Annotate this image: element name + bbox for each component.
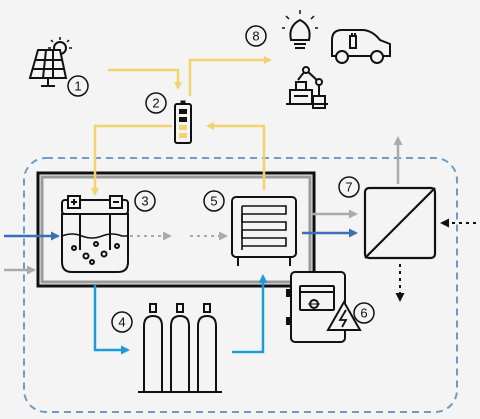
badge-7: 7 bbox=[338, 176, 360, 198]
badge-7-label: 7 bbox=[345, 180, 352, 195]
hydrogen-flow-lines bbox=[93, 274, 268, 355]
system-boundary bbox=[23, 157, 458, 413]
fuel-cell-icon bbox=[231, 196, 297, 266]
control-cabinet-icon bbox=[286, 271, 362, 343]
badge-4: 4 bbox=[111, 311, 133, 333]
badge-2-label: 2 bbox=[152, 96, 159, 111]
badge-3-label: 3 bbox=[141, 194, 148, 209]
badge-6: 6 bbox=[353, 302, 375, 324]
hydrogen-cylinders-icon bbox=[138, 303, 222, 393]
light-bulb-icon bbox=[282, 10, 318, 49]
solar-panel-with-sun-icon bbox=[28, 37, 72, 87]
battery-icon bbox=[174, 100, 192, 144]
badge-1: 1 bbox=[67, 75, 89, 97]
badge-8-label: 8 bbox=[252, 29, 259, 44]
energy-flow-lines bbox=[91, 56, 272, 196]
electrolyzer-icon bbox=[61, 195, 129, 273]
electric-car-icon bbox=[331, 29, 391, 64]
badge-5-label: 5 bbox=[210, 194, 217, 209]
industrial-robot-icon bbox=[286, 66, 328, 109]
power-converter-icon bbox=[363, 186, 437, 260]
badge-4-label: 4 bbox=[118, 315, 125, 330]
badge-3: 3 bbox=[134, 190, 156, 212]
badge-6-label: 6 bbox=[360, 306, 367, 321]
badge-1-label: 1 bbox=[74, 79, 81, 94]
badge-2: 2 bbox=[145, 92, 167, 114]
badge-5: 5 bbox=[203, 190, 225, 212]
hydrogen-module-enclosure bbox=[36, 171, 316, 288]
badge-8: 8 bbox=[245, 25, 267, 47]
